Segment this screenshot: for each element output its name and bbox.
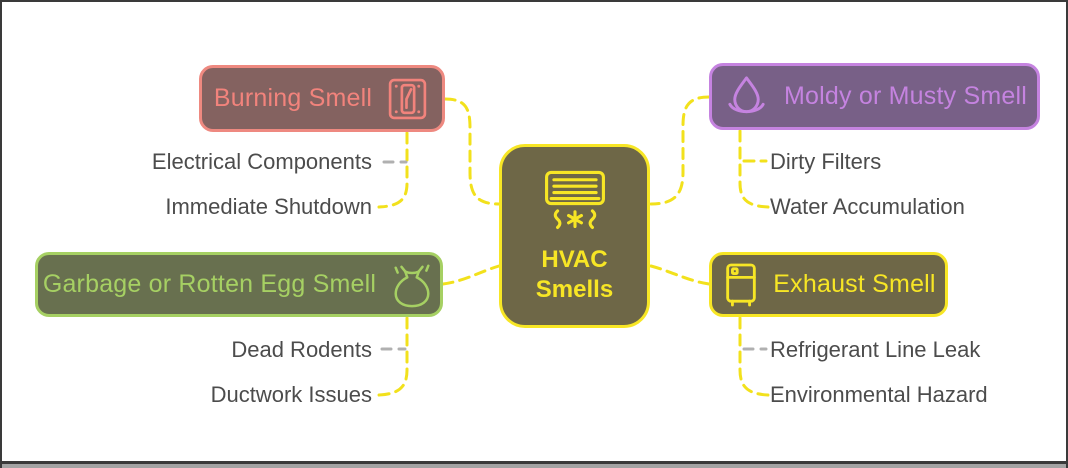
edge-garbage-to-center	[441, 264, 501, 286]
leaf-electrical-components: Electrical Components	[151, 149, 372, 174]
center-node-label-line1: HVAC	[541, 245, 608, 273]
edge-exhaust-to-center	[649, 264, 711, 286]
branch-label: Garbage or Rotten Egg Smell	[42, 270, 377, 298]
leaf-ductwork-issues: Ductwork Issues	[210, 382, 372, 407]
center-node-label-line2: Smells	[535, 275, 614, 303]
branch-label: Exhaust Smell	[773, 270, 936, 298]
garbage-bag-icon	[389, 262, 435, 308]
branch-label: Moldy or Musty Smell	[784, 82, 1027, 110]
light-switch-icon	[385, 76, 430, 121]
branch-node-burning-smell[interactable]: Burning Smell	[199, 65, 445, 132]
branch-node-garbage-rotten-egg-smell[interactable]: Garbage or Rotten Egg Smell	[35, 252, 443, 317]
center-node-hvac-smells[interactable]: HVAC Smells	[499, 144, 650, 328]
edge-exhaust-children	[738, 316, 770, 397]
edge-burning-to-center	[443, 97, 501, 206]
branch-node-moldy-musty-smell[interactable]: Moldy or Musty Smell	[709, 63, 1040, 130]
edge-moldy-to-center	[649, 95, 711, 206]
leaf-immediate-shutdown: Immediate Shutdown	[165, 194, 372, 219]
air-conditioner-icon	[542, 168, 608, 235]
refrigerator-icon	[721, 262, 761, 308]
branch-label: Burning Smell	[213, 84, 373, 112]
leaf-refrigerant-line-leak: Refrigerant Line Leak	[770, 337, 981, 362]
edge-burning-children	[377, 131, 409, 209]
edge-garbage-children	[377, 316, 409, 397]
leaf-dirty-filters: Dirty Filters	[770, 149, 882, 174]
branch-node-exhaust-smell[interactable]: Exhaust Smell	[709, 252, 948, 317]
humidity-drop-icon	[722, 74, 771, 119]
leaf-environmental-hazard: Environmental Hazard	[770, 382, 988, 407]
edge-moldy-children	[738, 129, 770, 209]
leaf-water-accumulation: Water Accumulation	[770, 194, 965, 219]
frame-bottom-edge	[2, 461, 1066, 468]
leaf-dead-rodents: Dead Rodents	[231, 337, 372, 362]
